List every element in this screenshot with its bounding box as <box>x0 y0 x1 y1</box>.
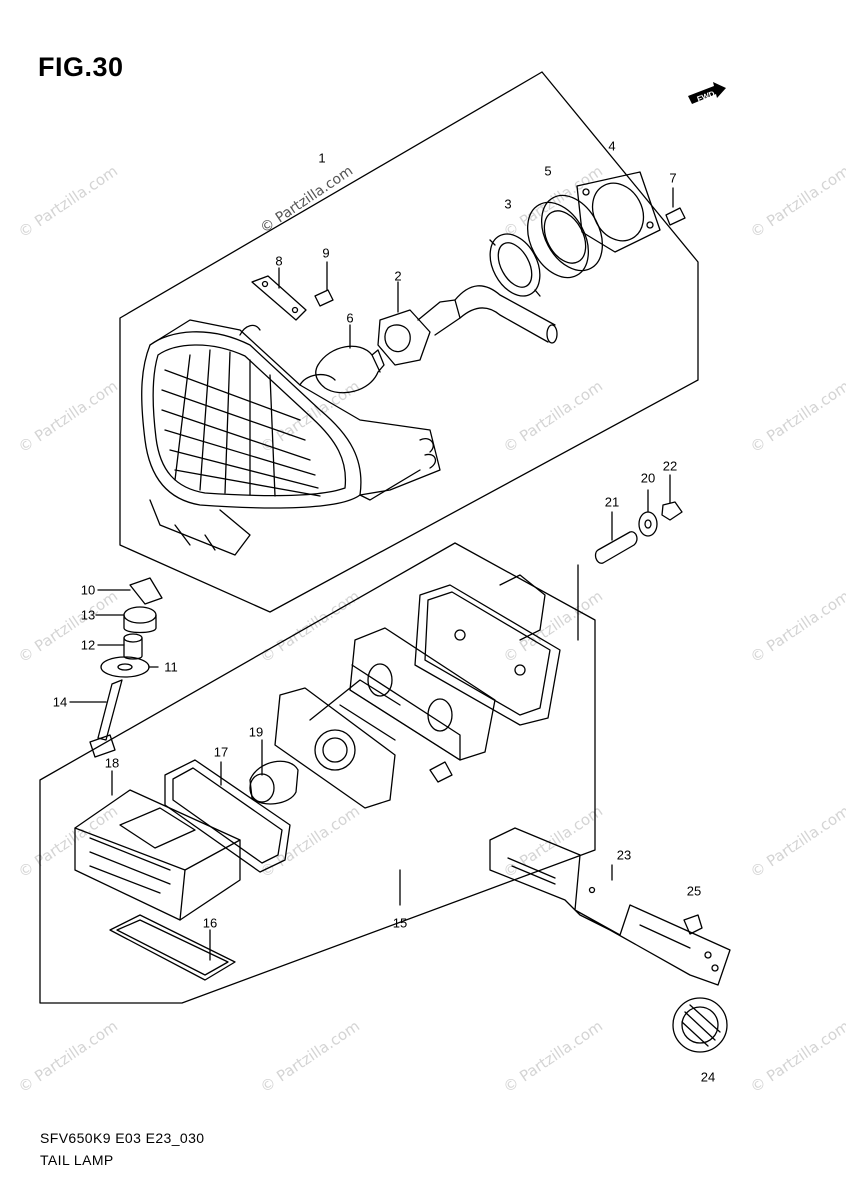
bulb-19 <box>249 739 299 805</box>
figure-title: FIG.30 <box>38 52 124 82</box>
reflector-24 <box>672 997 728 1053</box>
gasket-4 <box>576 171 661 253</box>
retaining-ring-3 <box>489 233 541 297</box>
callout-4: 4 <box>608 138 616 154</box>
diagram-code: SFV650K9 E03 E23_030 <box>40 1130 205 1146</box>
callout-9: 9 <box>322 245 330 261</box>
tail-lamp-housing <box>141 319 441 556</box>
fwd-label: FWD <box>696 89 716 104</box>
washer-11 <box>100 656 159 678</box>
callout-7: 7 <box>669 170 677 186</box>
bolt-14 <box>69 679 123 758</box>
callout-25: 25 <box>686 883 702 899</box>
screw-9 <box>314 261 334 307</box>
callout-11: 11 <box>164 659 178 675</box>
callout-12: 12 <box>80 637 96 653</box>
cover-ring-5 <box>527 194 603 279</box>
socket-wire-2 <box>377 285 558 366</box>
callout-22: 22 <box>662 458 678 474</box>
spacer-21 <box>594 511 638 564</box>
callout-17: 17 <box>213 744 229 760</box>
callout-20: 20 <box>640 470 656 486</box>
grommet-13 <box>95 606 157 634</box>
license-lamp-assembly <box>274 574 561 906</box>
callout-8: 8 <box>275 253 283 269</box>
washer-20 <box>638 489 658 537</box>
lens-16 <box>109 914 236 981</box>
collar-12 <box>97 633 143 660</box>
callout-3: 3 <box>504 196 512 212</box>
callout-19: 19 <box>248 724 264 740</box>
nut-25 <box>683 914 703 935</box>
callout-16: 16 <box>202 915 218 931</box>
nut-22 <box>661 474 683 521</box>
callout-5: 5 <box>544 163 552 179</box>
lens-18 <box>74 770 241 921</box>
callout-23: 23 <box>616 847 632 863</box>
gasket-17 <box>164 759 291 873</box>
callout-24: 24 <box>700 1069 716 1085</box>
callout-21: 21 <box>604 494 620 510</box>
bracket-23 <box>489 827 731 986</box>
callout-13: 13 <box>80 607 96 623</box>
callout-14: 14 <box>52 694 68 710</box>
callout-6: 6 <box>346 310 354 326</box>
callout-2: 2 <box>394 268 402 284</box>
assembly-outline-upper <box>119 71 699 613</box>
callout-1: 1 <box>318 150 326 166</box>
assembly-outline-lower <box>39 542 596 1004</box>
fwd-arrow-icon: FWD <box>688 82 726 104</box>
mount-collar-10 <box>97 577 163 605</box>
diagram-name: TAIL LAMP <box>40 1152 114 1168</box>
callout-18: 18 <box>104 755 120 771</box>
callout-15: 15 <box>392 915 408 931</box>
bulb-6 <box>315 345 385 394</box>
bracket-plate-8 <box>251 267 307 321</box>
callout-10: 10 <box>80 582 96 598</box>
screw-7 <box>665 187 686 226</box>
